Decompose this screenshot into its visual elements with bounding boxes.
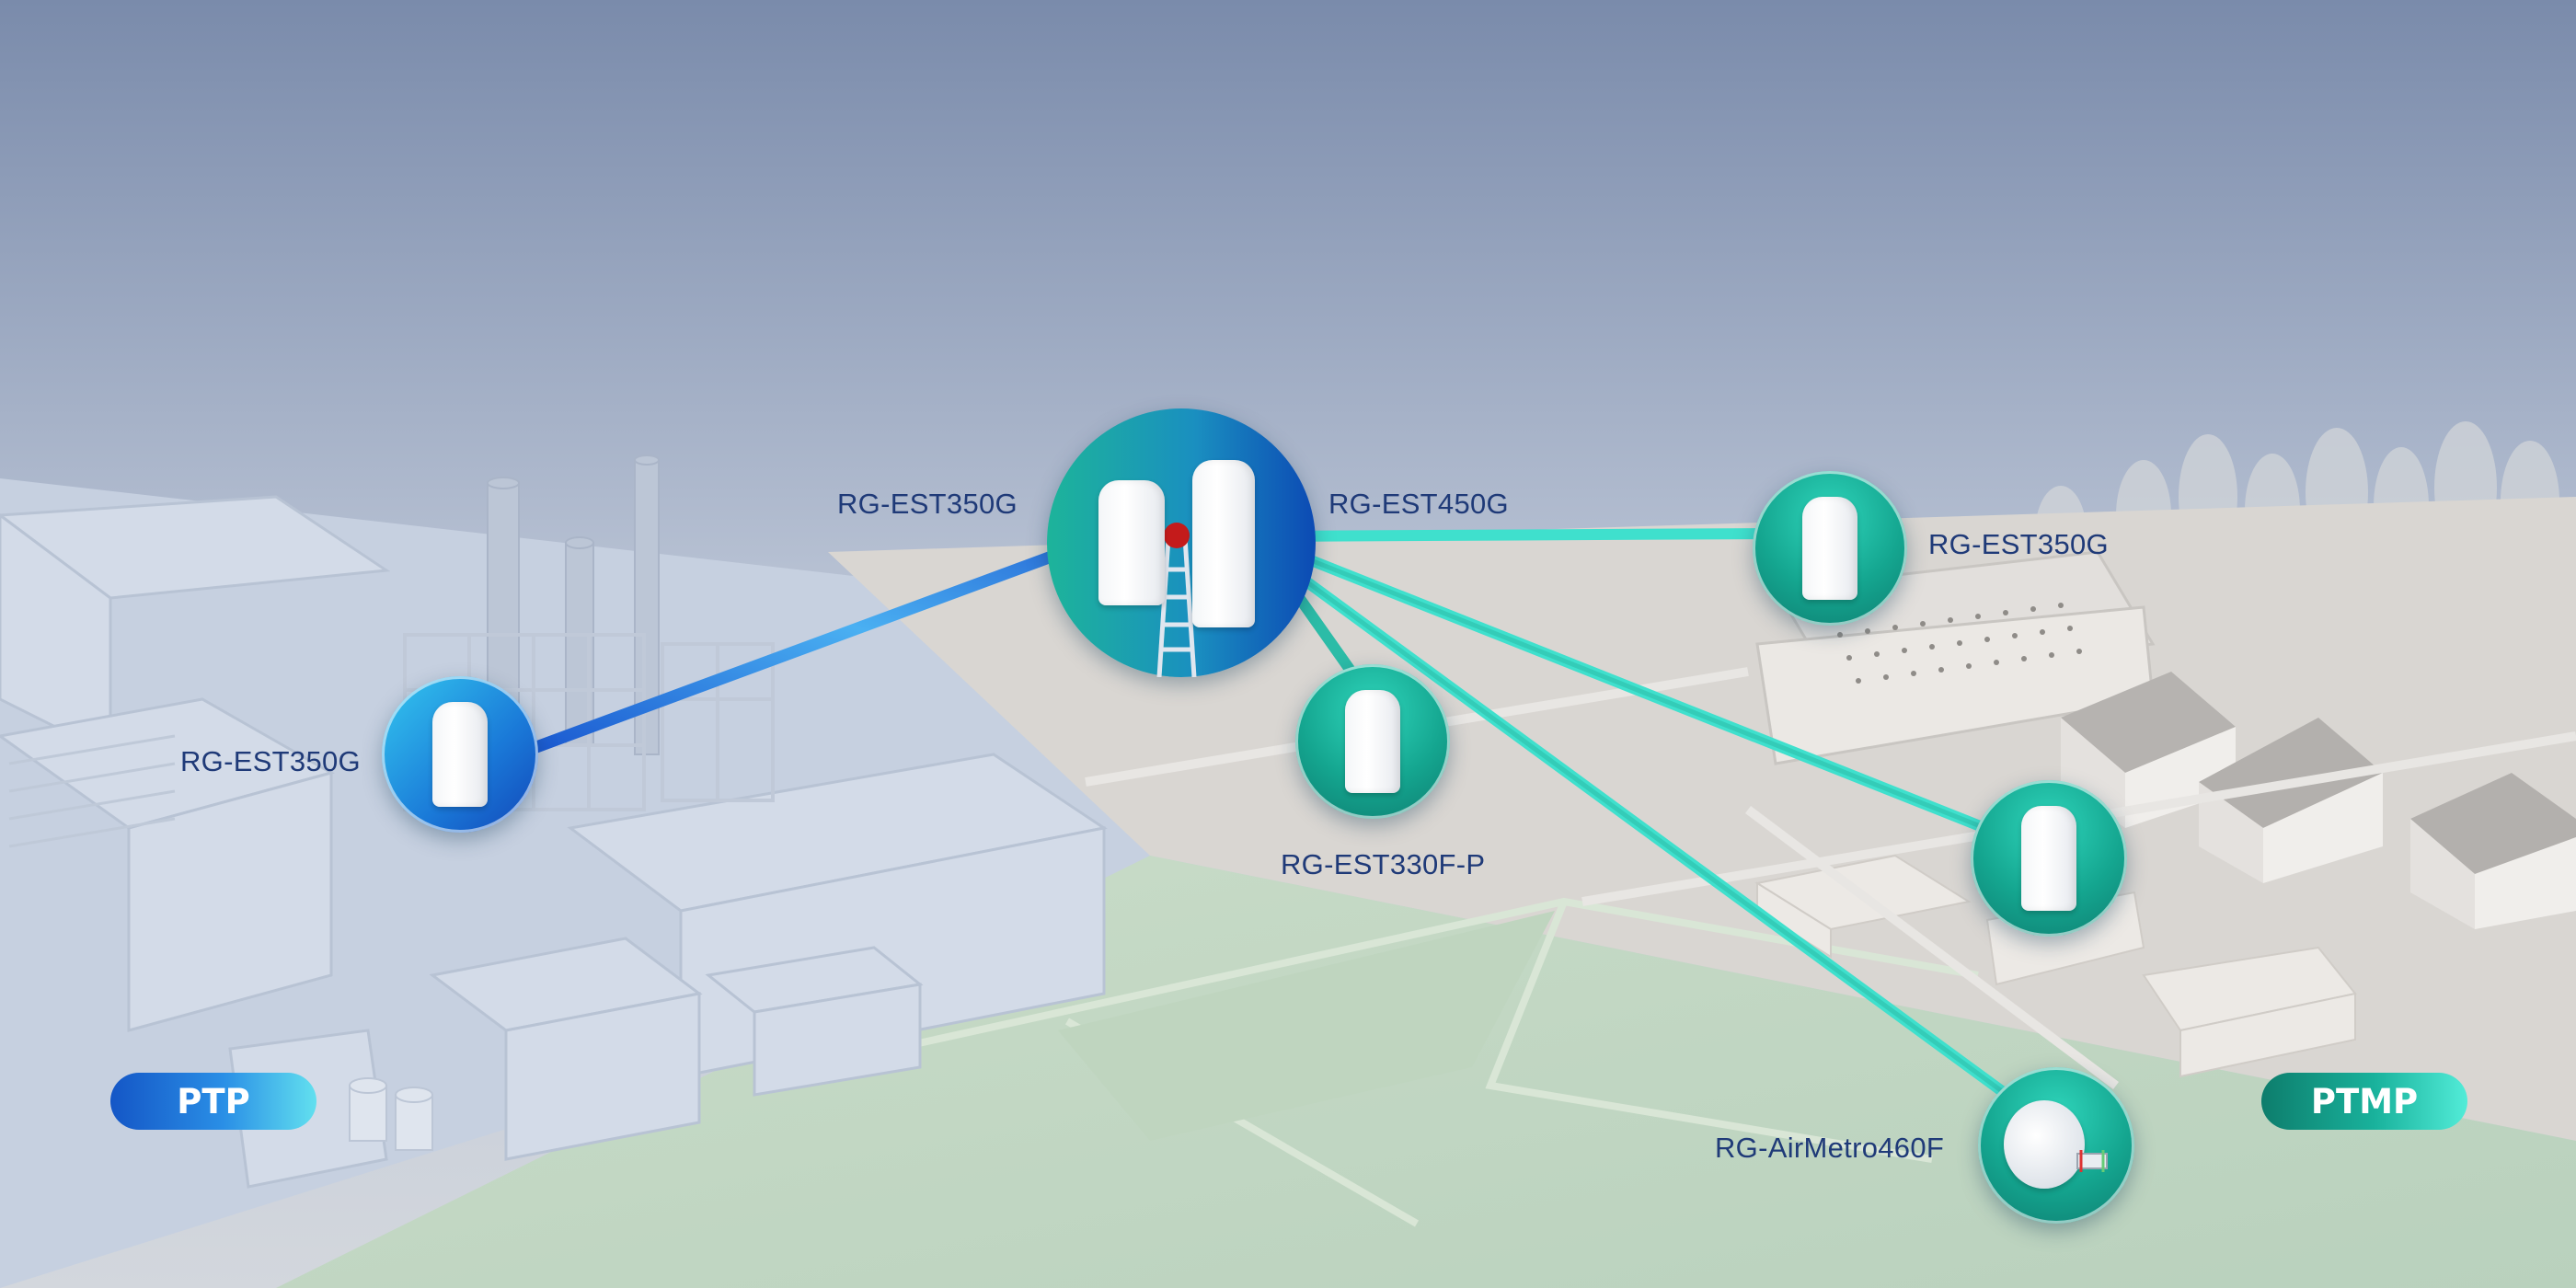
hub-radio-left (1098, 480, 1165, 605)
device-label-client-center: RG-EST330F-P (1281, 848, 1486, 880)
outdoor-radio-icon (1345, 690, 1400, 793)
dish-mount-icon (2076, 1150, 2108, 1172)
ptmp-bottom-node[interactable] (1978, 1067, 2134, 1224)
ptmp-mode-badge: PTMP (2261, 1073, 2467, 1130)
ptmp-link-top-right (1259, 528, 1777, 542)
dish-antenna-icon (2004, 1100, 2085, 1189)
outdoor-radio-icon (2021, 806, 2076, 911)
outdoor-radio-icon (1802, 497, 1857, 600)
hub-radio-right (1192, 460, 1255, 627)
hub-node[interactable] (1047, 408, 1316, 677)
device-label-hub-left: RG-EST350G (837, 488, 1018, 520)
ptp-remote-node[interactable] (382, 676, 538, 833)
device-label-client-bottom: RG-AirMetro460F (1715, 1132, 1945, 1164)
ptmp-center-node[interactable] (1295, 664, 1450, 819)
ptmp-mid-right-node[interactable] (1971, 780, 2127, 937)
outdoor-radio-icon (432, 702, 488, 807)
device-label-hub-right: RG-EST450G (1328, 488, 1509, 520)
device-label-client-top-right: RG-EST350G (1928, 528, 2109, 560)
ptp-link (523, 541, 1083, 756)
device-label-ptp-remote: RG-EST350G (180, 745, 361, 777)
ptp-mode-badge: PTP (110, 1073, 316, 1130)
ptmp-top-right-node[interactable] (1753, 471, 1907, 626)
tower-icon (1156, 523, 1197, 677)
